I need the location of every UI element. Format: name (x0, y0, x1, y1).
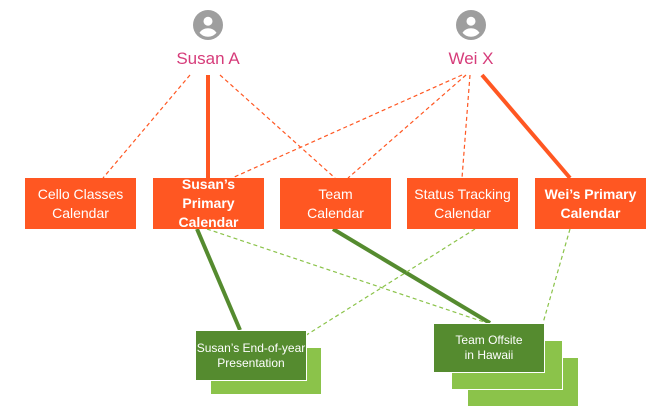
calendar-label-line1: Status Tracking (414, 185, 511, 202)
calendar-label-line2: Calendar (307, 204, 364, 221)
calendar-label-line1: Wei’s Primary (544, 185, 637, 202)
calendar-label-line2: Calendar (52, 204, 109, 221)
calendar-label-line2: Calendar (434, 204, 491, 221)
line-susanprimary-presentation (195, 228, 242, 331)
line-wei-susan-primary (231, 74, 463, 179)
line-susan-team (219, 74, 336, 179)
calendar-label-line2: Calendar (178, 214, 239, 230)
line-weiprimary-offsite (542, 228, 571, 324)
line-team-offsite (331, 227, 492, 325)
user-name-wei: Wei X (448, 49, 494, 68)
line-wei-primary (480, 73, 572, 180)
event-label-line2: in Hawaii (464, 348, 514, 362)
line-susan-cello (102, 74, 191, 179)
user-name-susan: Susan A (176, 49, 240, 68)
calendar-label-line2: Calendar (560, 204, 621, 221)
susan-account-circle-icon (193, 10, 223, 40)
calendar-label-line1: Cello Classes (37, 185, 124, 202)
line-wei-status (461, 74, 471, 179)
calendar-label-line1: Susan’s Primary (181, 176, 236, 211)
event-label-line2: Presentation (217, 355, 285, 370)
calendar-label-line1: Team (318, 185, 353, 202)
line-wei-team (347, 74, 467, 179)
event-label-line1: Team Offsite (455, 333, 523, 347)
line-susanprimary-offsite (206, 228, 488, 324)
event-label-line1: Susan’s End-of-year (196, 340, 306, 355)
wei-account-circle-icon (456, 10, 486, 40)
